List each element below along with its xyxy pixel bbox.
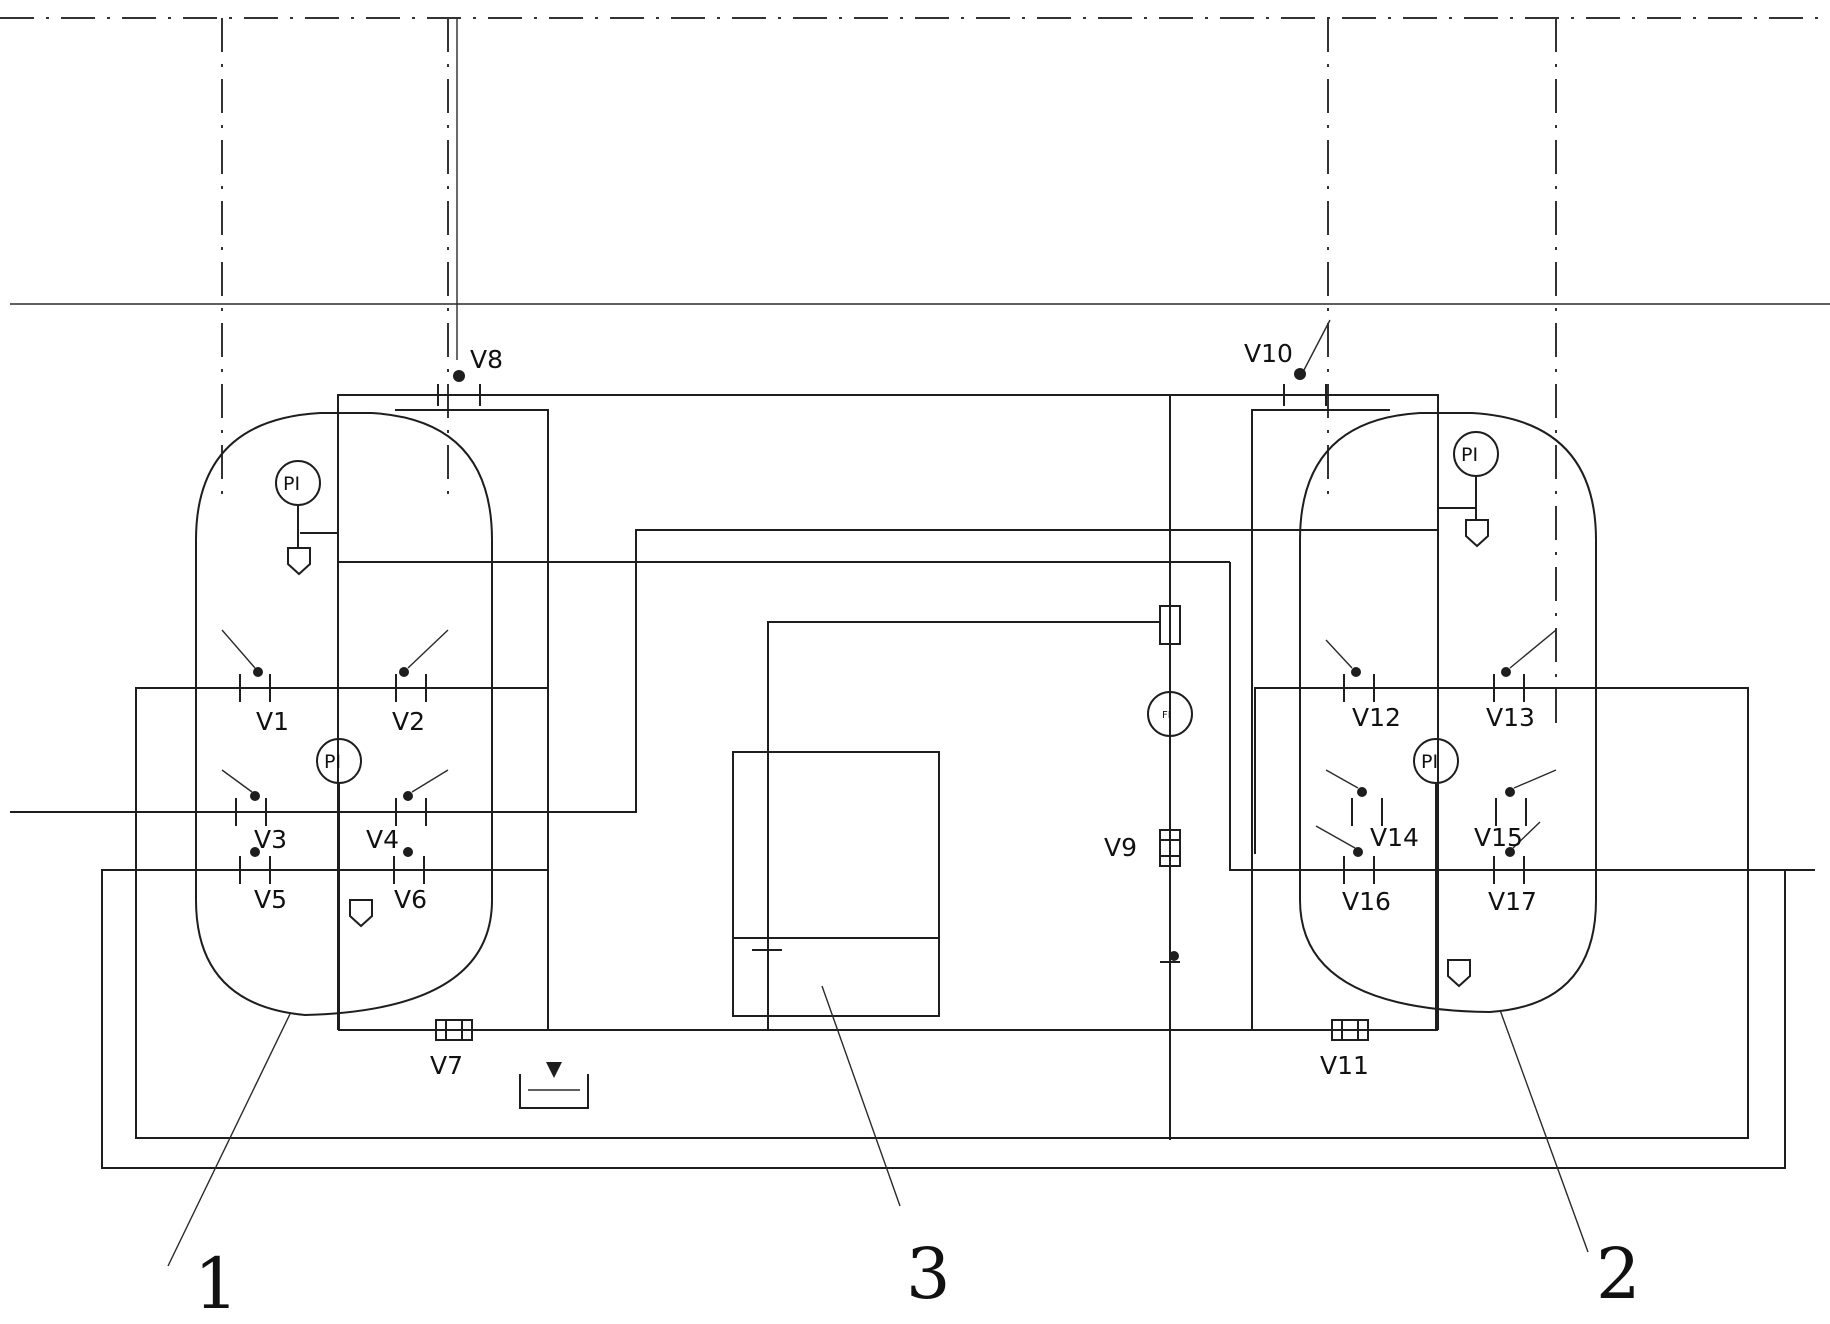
sensor-icon [287,547,311,576]
leader-line-1 [167,1013,291,1267]
label-v10: V10 [1244,339,1293,368]
manual-valve-markers [221,319,1557,963]
valve-marker-v15 [1495,769,1557,826]
outer-lower-loop [101,869,1786,1169]
valve-marker-v1 [221,629,271,702]
label-v8: V8 [470,345,503,374]
valve-body [1159,829,1181,867]
valve-marker-v16 [1315,825,1375,884]
label-v11: V11 [1320,1051,1369,1080]
outer-loop-frame [135,687,1749,1139]
sensor-icon [1447,959,1471,988]
reference-numeral-2: 2 [1596,1233,1641,1315]
valve-v9 [1159,829,1181,867]
label-v7: V7 [430,1051,463,1080]
instrument-labels: PI PI PI PI FI [283,444,1478,773]
crossover-pipe-right-drop [1229,562,1815,871]
label-v1: V1 [256,707,289,736]
drain-tray [519,1062,589,1109]
valve-marker-v2 [395,629,449,702]
valve-marker-v13 [1493,629,1557,702]
label-v3: V3 [254,825,287,854]
leader-line-3 [821,985,901,1207]
label-v6: V6 [394,885,427,914]
tank-right [1299,412,1597,1014]
sensor-icon [349,899,373,928]
label-v5: V5 [254,885,287,914]
check-valve-marker [1160,951,1180,963]
label-v2: V2 [392,707,425,736]
label-v16: V16 [1342,887,1391,916]
reservoir-feed-pipe [767,621,1160,1030]
upper-header-crossing [10,529,1438,813]
valve-marker-v8 [437,370,481,406]
flow-indicator-icon [1147,691,1193,737]
valve-marker-v12 [1325,639,1375,702]
valve-marker-v4 [395,769,449,826]
label-v4: V4 [366,825,399,854]
valve-labels: V1 V2 V3 V4 V5 V6 V7 V8 V9 V10 V11 V12 V… [254,339,1537,1080]
label-v17: V17 [1488,887,1537,916]
valve-v7 [435,1019,473,1041]
label-v14: V14 [1370,823,1419,852]
valve-marker-v10 [1283,319,1331,406]
right-inner-riser [1251,409,1390,1030]
valve-body [1331,1019,1369,1041]
piping-left [10,394,1815,1169]
pi-label-upper-left: PI [283,473,300,495]
reservoir-tank [732,751,940,1017]
valve-marker-v5 [239,847,271,884]
valve-marker-v14 [1325,769,1383,826]
fi-label: FI [1162,710,1171,721]
top-header-pipe [337,394,1439,1030]
valve-marker-v6 [393,847,425,884]
filter-element [1159,605,1181,645]
valve-v11 [1331,1019,1369,1041]
valve-marker-v17 [1493,821,1541,884]
label-v15: V15 [1474,823,1523,852]
pi-label-lower-left: PI [324,751,341,773]
centerlines [0,17,1830,1140]
sensor-icon [1465,519,1489,548]
valve-marker-v3 [221,769,267,826]
pi-label-upper-right: PI [1461,444,1478,466]
drain-arrow-icon [546,1062,562,1078]
tank-left [195,412,493,1017]
label-v12: V12 [1352,703,1401,732]
leader-line-2 [1499,1009,1589,1253]
left-inner-riser [395,409,549,1030]
label-v9: V9 [1104,833,1137,862]
label-v13: V13 [1486,703,1535,732]
valve-body [435,1019,473,1041]
reference-numeral-1: 1 [194,1243,239,1324]
reference-numeral-3: 3 [906,1233,951,1315]
pi-label-lower-right: PI [1421,751,1438,773]
drain-basin [519,1074,589,1109]
